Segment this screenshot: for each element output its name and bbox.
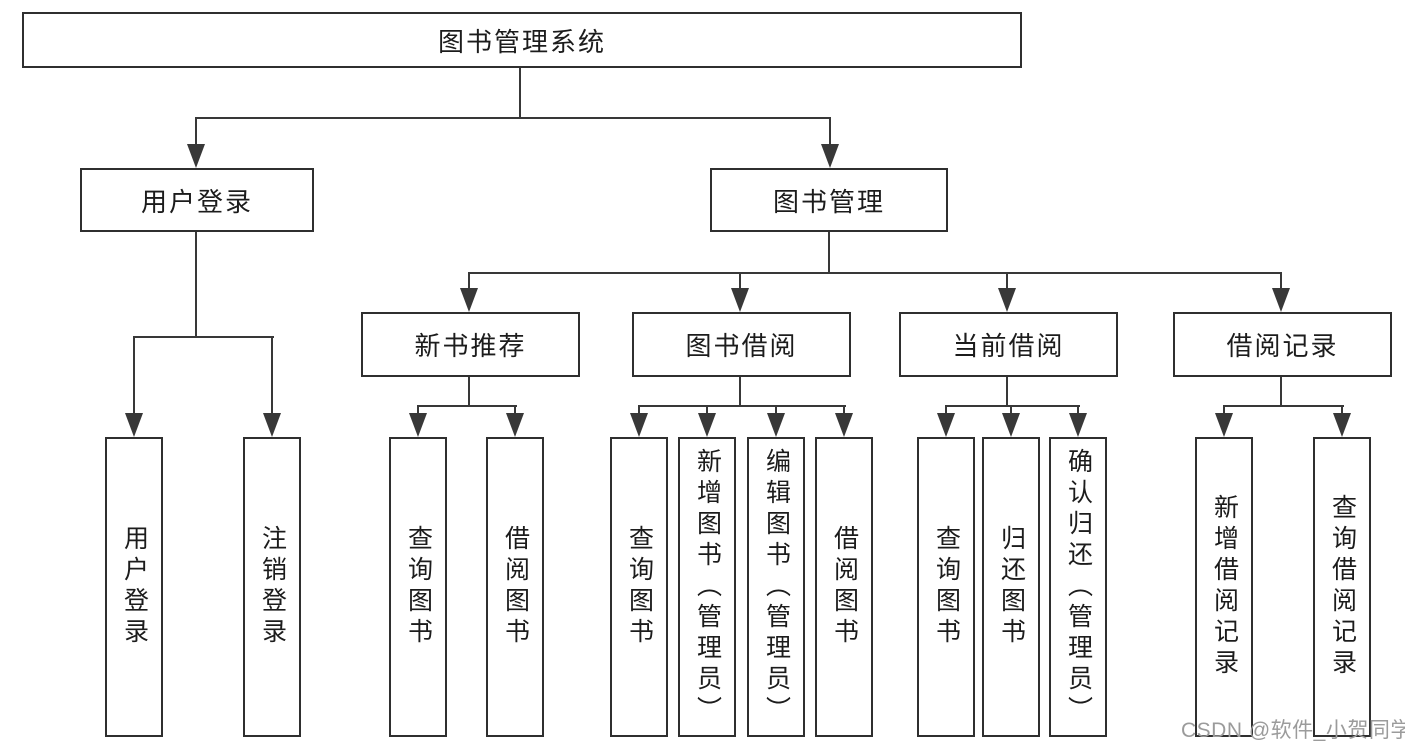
connector-to-cb-return [1010,405,1012,416]
leaf-br-query-record-label: 查询借阅记录 [1328,494,1357,680]
connector-to-nb-query [417,405,419,416]
connector-to-cb-confirm [1077,405,1079,416]
node-book-management-label: 图书管理 [772,186,885,217]
arrowhead-br-add [1215,413,1233,437]
leaf-cb-query-book-label: 查询图书 [932,525,961,649]
leaf-nb-query-book-label: 查询图书 [404,525,433,649]
node-user-login-label: 用户登录 [140,186,253,217]
connector-to-borrow-record [1280,272,1282,290]
node-root: 图书管理系统 [22,12,1022,68]
leaf-bb-add-book-admin-label: 新增图书（管理员） [693,447,722,727]
leaf-nb-query-book: 查询图书 [389,437,447,737]
leaf-cb-confirm-return-admin-label: 确认归还（管理员） [1064,447,1093,727]
arrowhead-borrow-record [1272,288,1290,312]
arrowhead-br-query [1333,413,1351,437]
connector-to-book-borrow [739,272,741,290]
leaf-br-add-record: 新增借阅记录 [1195,437,1253,737]
arrowhead-leaf-logout [263,413,281,437]
arrowhead-bb-borrow [835,413,853,437]
node-root-label: 图书管理系统 [437,26,606,57]
leaf-bb-add-book-admin: 新增图书（管理员） [678,437,736,737]
connector-user-login-trunk [195,232,197,338]
leaf-bb-edit-book-admin: 编辑图书（管理员） [747,437,805,737]
arrowhead-nb-query [409,413,427,437]
arrowhead-bb-add [698,413,716,437]
connector-to-user-login [195,117,197,146]
arrowhead-bb-edit [767,413,785,437]
leaf-user-login-label: 用户登录 [120,525,149,649]
connector-to-nb-borrow [514,405,516,416]
arrowhead-user-login [187,144,205,168]
leaf-nb-borrow-book-label: 借阅图书 [501,525,530,649]
node-new-book-recommend-label: 新书推荐 [414,331,527,361]
connector-to-bb-add [706,405,708,416]
arrowhead-cb-query [937,413,955,437]
connector-new-book-recommend-split [417,405,517,407]
leaf-bb-borrow-book-label: 借阅图书 [830,525,859,649]
node-current-borrow-label: 当前借阅 [952,331,1065,361]
connector-to-new-book-recommend [468,272,470,290]
connector-book-borrow-trunk [739,377,741,407]
connector-user-login-split [133,336,274,338]
leaf-cb-confirm-return-admin: 确认归还（管理员） [1049,437,1107,737]
leaf-user-login: 用户登录 [105,437,163,737]
arrowhead-nb-borrow [506,413,524,437]
connector-new-book-recommend-trunk [468,377,470,407]
node-book-borrow: 图书借阅 [632,312,851,377]
leaf-cb-query-book: 查询图书 [917,437,975,737]
connector-to-bb-query [638,405,640,416]
leaf-br-query-record: 查询借阅记录 [1313,437,1371,737]
arrowhead-current-borrow [998,288,1016,312]
node-book-management: 图书管理 [710,168,948,232]
connector-to-bb-edit [775,405,777,416]
node-borrow-record: 借阅记录 [1173,312,1392,377]
connector-to-br-query [1341,405,1343,416]
node-new-book-recommend: 新书推荐 [361,312,580,377]
arrowhead-bb-query [630,413,648,437]
arrowhead-cb-return [1002,413,1020,437]
watermark: CSDN @软件_小贺同学 [1181,719,1405,742]
node-book-borrow-label: 图书借阅 [685,331,798,361]
leaf-cb-return-book: 归还图书 [982,437,1040,737]
connector-to-leaf-user-login [133,336,135,415]
node-current-borrow: 当前借阅 [899,312,1118,377]
connector-borrow-record-split [1223,405,1344,407]
arrowhead-new-book-recommend [460,288,478,312]
connector-to-book-management [829,117,831,146]
arrowhead-book-borrow [731,288,749,312]
connector-root-split [195,117,831,119]
connector-to-bb-borrow [843,405,845,416]
connector-root-trunk [519,66,521,119]
connector-to-br-add [1223,405,1225,416]
leaf-logout-label: 注销登录 [258,525,287,649]
connector-current-borrow-split [945,405,1080,407]
leaf-nb-borrow-book: 借阅图书 [486,437,544,737]
connector-to-cb-query [945,405,947,416]
connector-book-borrow-split [638,405,846,407]
leaf-bb-edit-book-admin-label: 编辑图书（管理员） [762,447,791,727]
arrowhead-cb-confirm [1069,413,1087,437]
arrowhead-book-management [821,144,839,168]
leaf-bb-borrow-book: 借阅图书 [815,437,873,737]
connector-level3-split [468,272,1282,274]
leaf-br-add-record-label: 新增借阅记录 [1210,494,1239,680]
leaf-logout: 注销登录 [243,437,301,737]
leaf-bb-query-book: 查询图书 [610,437,668,737]
connector-to-leaf-logout [271,336,273,415]
leaf-cb-return-book-label: 归还图书 [997,525,1026,649]
node-user-login: 用户登录 [80,168,314,232]
node-borrow-record-label: 借阅记录 [1226,331,1339,361]
arrowhead-leaf-user-login [125,413,143,437]
connector-borrow-record-trunk [1280,377,1282,407]
connector-to-current-borrow [1006,272,1008,290]
connector-book-management-trunk [828,232,830,274]
connector-current-borrow-trunk [1006,377,1008,407]
leaf-bb-query-book-label: 查询图书 [625,525,654,649]
